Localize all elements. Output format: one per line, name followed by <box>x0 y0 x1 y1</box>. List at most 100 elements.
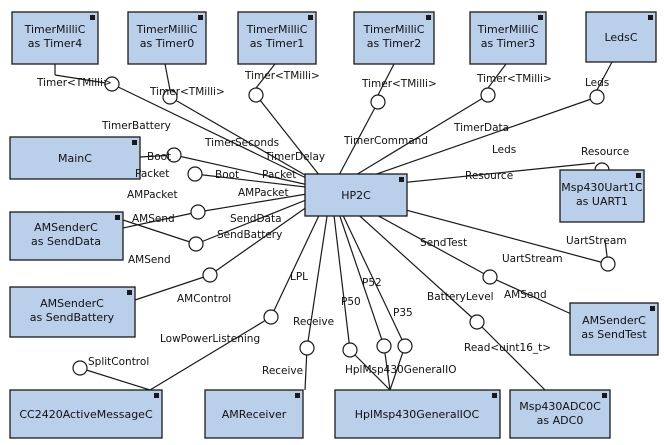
port-timer-delay <box>248 87 264 103</box>
interface-label: TimerDelay <box>264 151 325 163</box>
component-adc0[interactable]: Msp430ADC0C as ADC0 <box>509 389 611 439</box>
component-label: AMSenderC <box>582 314 646 327</box>
component-uart1[interactable]: Msp430Uart1C as UART1 <box>559 169 645 223</box>
component-label: TimerMilliC <box>363 23 425 36</box>
interface-label: AMPacket <box>238 187 289 199</box>
interface-label: AMSend <box>128 254 171 266</box>
interface-label: Timer<TMilli> <box>476 73 552 85</box>
interface-label: Resource <box>465 170 513 182</box>
interface-label: Receive <box>293 316 334 328</box>
component-label: AMReceiver <box>222 408 287 421</box>
port-timer-seconds <box>162 89 178 105</box>
component-timer4[interactable]: TimerMilliC as Timer4 <box>11 11 99 65</box>
port-boot <box>166 147 182 163</box>
port-p35 <box>397 338 413 354</box>
component-timer2[interactable]: TimerMilliC as Timer2 <box>353 11 435 65</box>
component-label: TimerMilliC <box>24 23 86 36</box>
component-send-battery[interactable]: AMSenderC as SendBattery <box>9 286 136 338</box>
components: TimerMilliC as Timer4 TimerMilliC as Tim… <box>9 11 659 439</box>
component-label: Msp430Uart1C <box>561 181 643 194</box>
component-cc2420[interactable]: CC2420ActiveMessageC <box>9 389 163 439</box>
component-label: TimerMilliC <box>246 23 308 36</box>
port-timer-command <box>370 94 386 110</box>
interface-label: AMControl <box>177 293 231 305</box>
port-uartstream <box>600 256 616 272</box>
component-label: MainC <box>58 152 92 165</box>
component-label: HP2C <box>341 189 371 202</box>
component-timer3[interactable]: TimerMilliC as Timer3 <box>469 11 547 65</box>
interface-label: SendData <box>230 213 282 225</box>
interface-label: Timer<TMilli> <box>361 78 437 90</box>
component-label: as SendBattery <box>30 311 115 324</box>
interface-label: AMSend <box>504 289 547 301</box>
component-label: as Timer1 <box>250 37 304 50</box>
interface-label: Timer<TMilli> <box>36 77 112 89</box>
interface-label: Boot <box>147 151 171 163</box>
component-label: AMSenderC <box>40 297 104 310</box>
component-label: AMSenderC <box>34 221 98 234</box>
interface-label: Leds <box>585 77 609 89</box>
interface-label: Resource <box>581 146 629 158</box>
interface-label: Timer<TMilli> <box>149 86 225 98</box>
port-read <box>469 314 485 330</box>
component-label: as Timer3 <box>481 37 535 50</box>
component-send-data[interactable]: AMSenderC as SendData <box>9 211 124 261</box>
port-amsend-battery <box>202 267 218 283</box>
interface-label: Receive <box>262 365 303 377</box>
interface-label: LPL <box>290 271 308 283</box>
interface-label: TimerCommand <box>343 135 428 147</box>
interface-label: Leds <box>492 144 516 156</box>
port-ampacket <box>188 236 204 252</box>
component-label: as Timer4 <box>28 37 82 50</box>
interface-label: TimerData <box>453 122 509 134</box>
interface-label: TimerSeconds <box>204 137 279 149</box>
interface-label: UartStream <box>566 235 627 247</box>
component-hp2c[interactable]: HP2C <box>304 173 408 217</box>
interface-label: SendTest <box>420 237 467 249</box>
port-p52 <box>376 338 392 354</box>
interface-label: Boot <box>215 169 239 181</box>
component-label: as Timer0 <box>140 37 194 50</box>
port-splitcontrol <box>72 360 88 376</box>
component-label: TimerMilliC <box>136 23 198 36</box>
component-label: Msp430ADC0C <box>519 400 601 413</box>
interface-label: P35 <box>393 307 413 319</box>
interface-label: LowPowerListening <box>160 333 260 345</box>
component-timer0[interactable]: TimerMilliC as Timer0 <box>127 11 207 65</box>
component-label: TimerMilliC <box>477 23 539 36</box>
interface-label: Packet <box>135 168 169 180</box>
interface-label: SendBattery <box>217 229 282 241</box>
interface-label: Read<uint16_t> <box>464 342 551 354</box>
port-receive <box>299 340 315 356</box>
component-label: HplMsp430GeneralIOC <box>355 408 480 421</box>
port-leds <box>589 89 605 105</box>
interface-label: Packet <box>262 169 296 181</box>
interface-label: HplMsp430GeneralIO <box>345 364 456 376</box>
interface-label: UartStream <box>502 253 563 265</box>
ports <box>72 76 616 376</box>
component-label: LedsC <box>604 31 637 44</box>
component-label: as Timer2 <box>367 37 421 50</box>
interface-label: P50 <box>341 296 361 308</box>
interface-label: AMSend <box>132 213 175 225</box>
component-main[interactable]: MainC <box>9 136 141 180</box>
port-timer-battery <box>104 76 120 92</box>
component-send-test[interactable]: AMSenderC as SendTest <box>569 302 659 356</box>
port-amsend-test <box>482 269 498 285</box>
component-label: as SendData <box>31 235 101 248</box>
component-label: as SendTest <box>581 328 647 341</box>
interface-label: SplitControl <box>88 356 149 368</box>
port-lpl <box>263 309 279 325</box>
interface-labels: Timer<TMilli> Timer<TMilli> Timer<TMilli… <box>36 70 629 377</box>
component-hpl-gpio[interactable]: HplMsp430GeneralIOC <box>334 389 501 439</box>
component-timer1[interactable]: TimerMilliC as Timer1 <box>237 11 317 65</box>
component-label: as ADC0 <box>537 414 584 427</box>
port-amsend-data <box>190 204 206 220</box>
interface-label: P52 <box>362 277 382 289</box>
component-am-receiver[interactable]: AMReceiver <box>204 389 304 439</box>
component-label: CC2420ActiveMessageC <box>19 408 153 421</box>
port-packet <box>187 166 203 182</box>
component-leds[interactable]: LedsC <box>585 11 657 63</box>
